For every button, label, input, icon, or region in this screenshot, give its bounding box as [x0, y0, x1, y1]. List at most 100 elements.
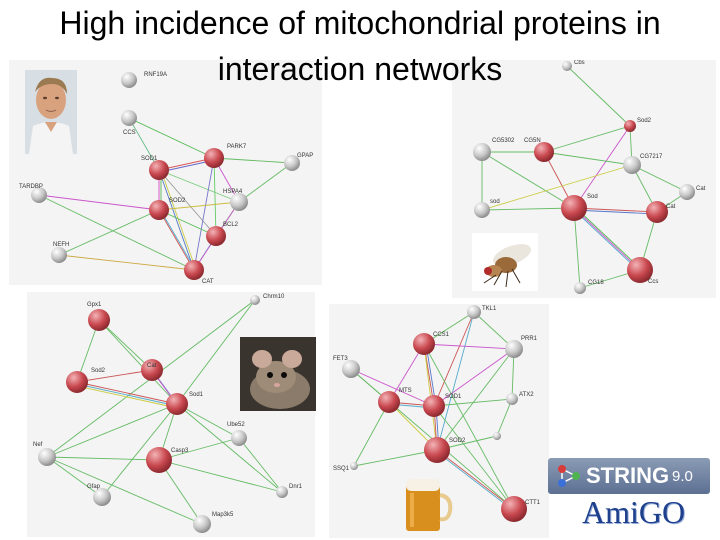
label-cbs: Cbs — [574, 60, 585, 66]
label-ccs1: CCS1 — [433, 332, 450, 338]
label-park7: PARK7 — [227, 144, 247, 150]
label-tkl1: TKL1 — [482, 306, 497, 312]
label-sod2: SOD2 — [169, 198, 186, 204]
label-hspa4: HSPA4 — [223, 189, 243, 195]
label-sod1: SOD1 — [141, 156, 158, 162]
node-cg18 — [574, 282, 586, 294]
node-sod1 — [423, 395, 445, 417]
node-cat — [141, 359, 163, 381]
node-atx2 — [506, 393, 518, 405]
node-ccs1 — [413, 333, 435, 355]
node-sod-b — [474, 202, 490, 218]
label-chrm10: Chrm10 — [263, 294, 285, 300]
node-dnr1 — [276, 486, 288, 498]
label-gfap: Gfap — [87, 484, 101, 490]
string-logo-version: 9.0 — [672, 468, 693, 485]
node-ctt1 — [501, 496, 527, 522]
label-tardbp: TARDBP — [19, 184, 43, 190]
label-sod2: Sod2 — [91, 368, 106, 374]
human-face-photo — [25, 70, 77, 154]
node-sod — [561, 195, 587, 221]
string-logo-text: STRING — [586, 463, 670, 488]
node-ccs — [627, 257, 653, 283]
node-hsd2 — [493, 432, 501, 440]
node-sod1 — [149, 160, 169, 180]
node-bcl2 — [206, 226, 226, 246]
label-sod1: Sod1 — [189, 392, 204, 398]
label-gpap: GPAP — [297, 153, 313, 159]
node-sod2 — [66, 371, 88, 393]
label-sod-b: sod — [490, 199, 500, 205]
node-cbs — [562, 61, 572, 71]
label-rnf19a: RNF19A — [144, 72, 167, 78]
label-ube52: Ube52 — [227, 422, 245, 428]
label-ccs: Ccs — [648, 279, 658, 285]
yeast-network-graph: TKL1 CCS1 PRR1 FET3 MTS SOD1 ATX2 SOD2 S… — [333, 305, 541, 522]
node-hspa4 — [230, 193, 248, 211]
amigo-logo: AmiGO — [582, 494, 686, 530]
label-cg18: CG18 — [588, 280, 604, 286]
label-ctt1: CTT1 — [525, 500, 541, 506]
node-ube52 — [231, 430, 247, 446]
node-sod2 — [424, 437, 450, 463]
beer-mug-photo — [400, 475, 454, 535]
node-ssq1 — [350, 462, 358, 470]
node-cg7217 — [623, 156, 641, 174]
node-prr1 — [505, 340, 523, 358]
label-nef: Nef — [33, 442, 43, 448]
node-park7 — [204, 148, 224, 168]
node-tardbp — [31, 187, 47, 203]
label-cg5n: CG5N — [524, 138, 541, 144]
node-fet3 — [342, 360, 360, 378]
node-gpx1 — [88, 309, 110, 331]
label-cg7217: CG7217 — [640, 154, 663, 160]
label-cg5302: CG5302 — [492, 138, 515, 144]
node-cg5n — [534, 142, 554, 162]
label-casp3: Casp3 — [171, 448, 189, 454]
string-network-icon — [558, 465, 580, 487]
fruit-fly-photo — [472, 233, 538, 291]
mouse-network-panel: Gpx1 Chrm10 Cat Sod2 Sod1 Ube52 Nef Casp… — [27, 292, 315, 537]
slide-title: High incidence of mitochondrial proteins… — [59, 5, 661, 87]
label-sod1: SOD1 — [445, 394, 462, 400]
node-ccs — [121, 110, 137, 126]
node-map3k5 — [193, 515, 211, 533]
label-nefh: NEFH — [53, 242, 69, 248]
node-nefh — [51, 247, 67, 263]
node-cat-b — [646, 201, 668, 223]
mouse-network-graph: Gpx1 Chrm10 Cat Sod2 Sod1 Ube52 Nef Casp… — [33, 294, 303, 533]
node-chrm10 — [250, 295, 260, 305]
node-tkl1 — [467, 305, 481, 319]
node-rnf19a — [121, 72, 137, 88]
label-sod: Sod — [587, 194, 598, 200]
human-nodes — [31, 72, 300, 280]
label-mts: MTS — [399, 388, 412, 394]
mouse-photo — [240, 337, 316, 411]
label-map3k5: Map3k5 — [212, 512, 234, 518]
label-cat: Cat — [147, 363, 157, 369]
label-sod2: Sod2 — [637, 118, 652, 124]
string-logo: STRING 9.0 — [548, 458, 710, 494]
label-dnr1: Dnr1 — [289, 484, 303, 490]
label-cat-b: Cat — [666, 204, 676, 210]
label-prr1: PRR1 — [521, 336, 538, 342]
label-atx2: ATX2 — [519, 392, 534, 398]
node-cat-a — [679, 184, 695, 200]
label-gpx1: Gpx1 — [87, 302, 102, 308]
node-mts — [378, 391, 400, 413]
label-cat-a: Cat — [696, 186, 706, 192]
node-nef — [38, 448, 56, 466]
label-sod2: SOD2 — [449, 438, 466, 444]
human-network-graph: RNF19A CCS PARK7 GPAP SOD1 TARDBP SOD2 H… — [19, 72, 313, 285]
label-ssq1: SSQ1 — [333, 466, 350, 472]
label-fet3: FET3 — [333, 356, 348, 362]
node-gpap — [284, 155, 300, 171]
fly-network-graph: Cbs Sod2 CG5302 CG5N CG7217 Sod Cat sod … — [473, 60, 706, 294]
label-bcl2: BCL2 — [223, 222, 239, 228]
node-sod1 — [166, 393, 188, 415]
node-casp3 — [146, 447, 172, 473]
node-cat — [184, 260, 204, 280]
node-cg5302 — [473, 143, 491, 161]
label-ccs: CCS — [123, 130, 136, 136]
node-gfap — [93, 488, 111, 506]
